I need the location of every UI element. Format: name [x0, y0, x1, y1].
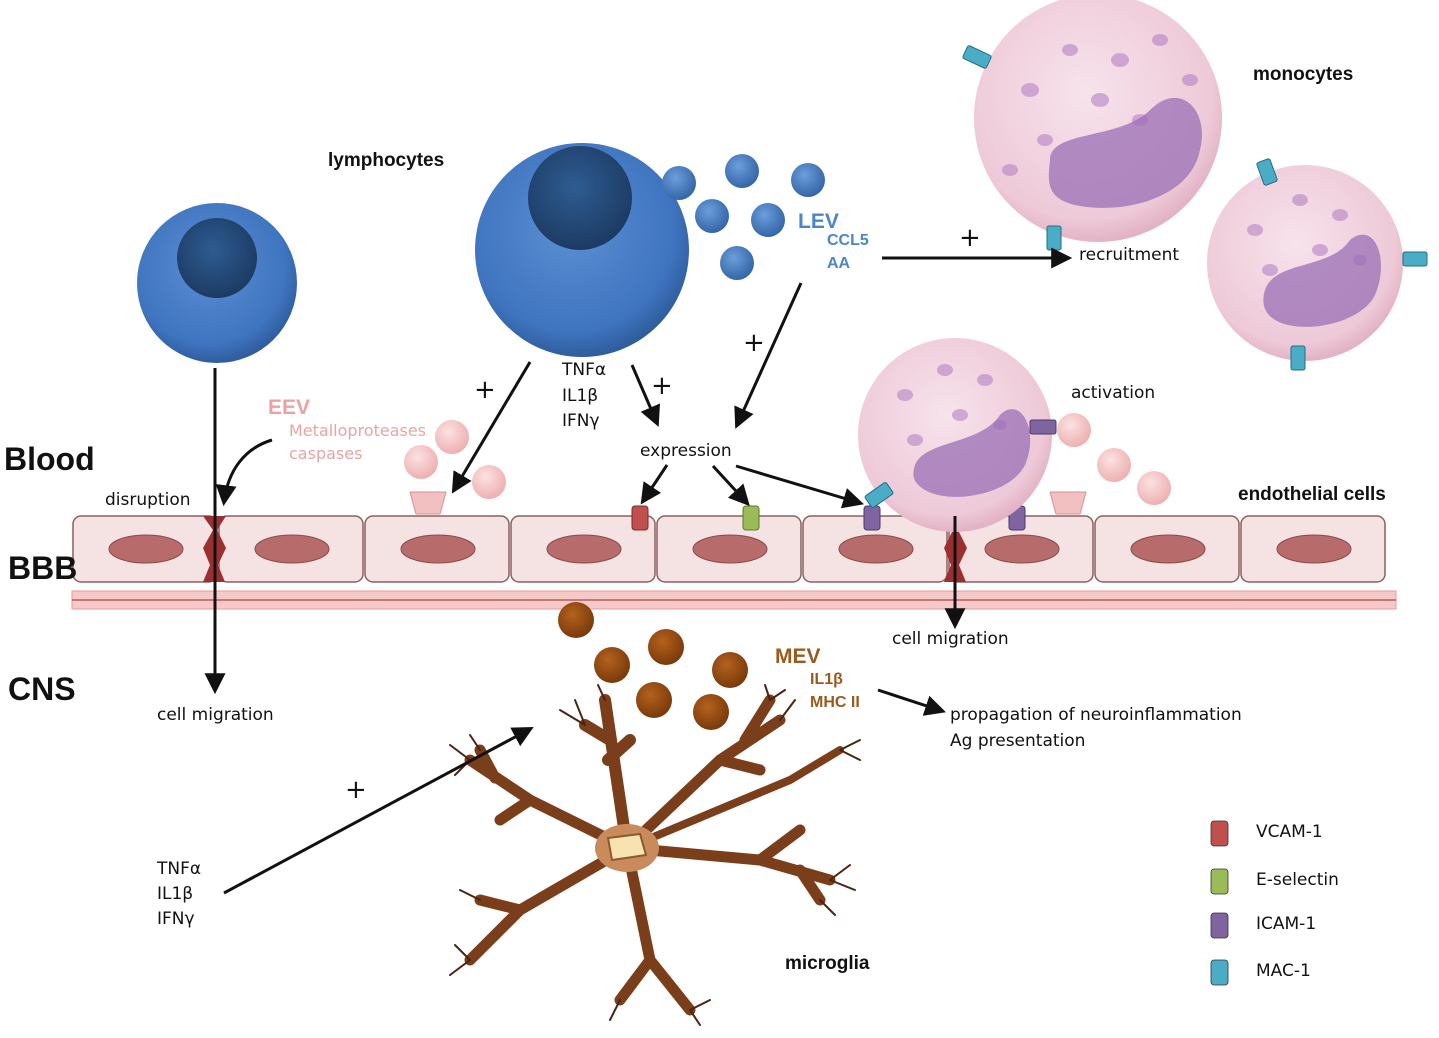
legend-swatches — [1210, 820, 1229, 986]
label-blood: Blood — [4, 441, 95, 477]
endothelial-cell — [72, 515, 218, 583]
eev-vesicles — [404, 413, 1171, 515]
legend-label: VCAM-1 — [1256, 822, 1323, 842]
cytokine-cns-2: IL1β — [157, 884, 194, 904]
endothelial-cell — [510, 515, 656, 583]
plus-sign: + — [345, 775, 367, 805]
plus-sign: + — [743, 328, 765, 358]
arrows — [204, 247, 1073, 895]
cytokine-cns-3: IFNγ — [157, 909, 195, 929]
monocyte-top — [962, 0, 1222, 251]
lymphocyte-small — [137, 203, 297, 363]
legend-swatch — [1210, 912, 1229, 939]
label-lymphocytes: lymphocytes — [328, 150, 445, 171]
lev-line1: CCL5 — [827, 232, 869, 249]
icam-1-marker — [863, 505, 881, 531]
legend-label: ICAM-1 — [1256, 914, 1317, 934]
eev-line1: Metalloproteases — [289, 421, 427, 440]
mev-line2: MHC II — [810, 694, 860, 711]
label-cell-migration-right: cell migration — [892, 629, 1009, 649]
e-selectin-marker — [742, 505, 760, 531]
eev-line2: caspases — [289, 444, 363, 463]
monocyte-right — [1207, 158, 1428, 371]
microglia-cell — [449, 684, 861, 1026]
label-cns: CNS — [8, 671, 76, 707]
endothelial-cell — [1240, 515, 1386, 583]
mev-vesicles — [558, 602, 748, 730]
label-ag-presentation: Ag presentation — [950, 731, 1086, 751]
label-expression: expression — [640, 441, 732, 461]
label-monocytes: monocytes — [1253, 64, 1354, 85]
label-recruitment: recruitment — [1079, 245, 1180, 265]
lev-line2: AA — [827, 255, 851, 272]
mev-line1: IL1β — [810, 671, 843, 688]
legend-swatch — [1210, 820, 1229, 847]
cytokine-cns-1: TNFα — [157, 859, 202, 879]
eev-title: EEV — [268, 396, 311, 419]
endothelial-cell — [364, 515, 510, 583]
lev-title: LEV — [798, 210, 839, 233]
legend-label: MAC-1 — [1256, 961, 1311, 981]
legend-swatch — [1210, 959, 1229, 986]
label-activation: activation — [1071, 383, 1156, 403]
lev-vesicles — [662, 154, 825, 280]
label-bbb: BBB — [8, 550, 78, 586]
plus-sign: + — [651, 371, 673, 401]
cytokine-blood-1: TNFα — [562, 360, 607, 380]
label-propagation: propagation of neuroinflammation — [950, 705, 1242, 725]
plus-sign: + — [474, 375, 496, 405]
legend-label: E-selectin — [1256, 870, 1339, 890]
label-cell-migration-left: cell migration — [157, 705, 274, 725]
microglia-body — [595, 824, 659, 872]
label-disruption: disruption — [105, 490, 191, 510]
cytokine-blood-3: IFNγ — [562, 411, 600, 431]
endothelium — [71, 515, 1397, 610]
cytokine-blood-2: IL1β — [562, 386, 599, 406]
vcam-1-marker — [631, 505, 649, 531]
lymphocyte-large — [475, 143, 689, 357]
label-microglia: microglia — [785, 953, 870, 974]
endothelial-cell — [218, 515, 364, 583]
label-endothelial-cells: endothelial cells — [1238, 484, 1386, 505]
monocyte-adhering — [858, 338, 1057, 532]
endothelial-cell — [656, 515, 802, 583]
legend-swatch — [1210, 868, 1229, 895]
endothelial-cell — [1094, 515, 1240, 583]
mev-title: MEV — [775, 645, 821, 668]
plus-sign: + — [959, 223, 981, 253]
